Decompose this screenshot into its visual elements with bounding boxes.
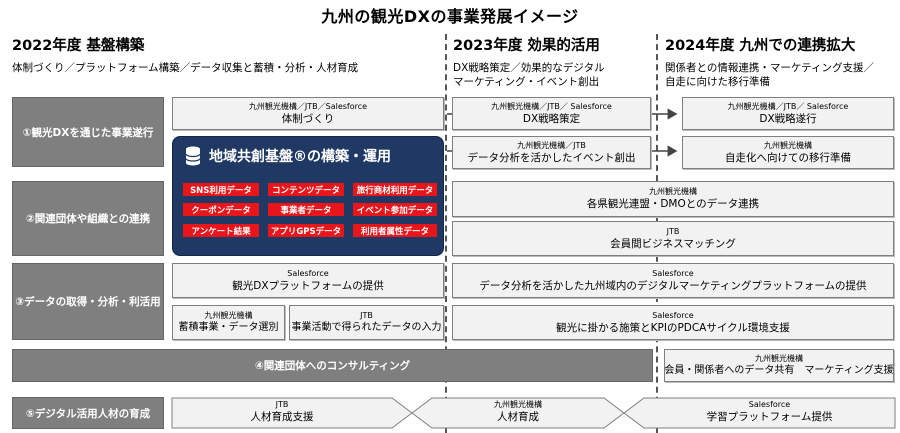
box-text: 各県観光連盟・DMOとのデータ連携: [586, 198, 760, 210]
r5-item-c: Salesforce 学習プラットフォーム提供: [644, 400, 895, 424]
platform-title: 地域共創基盤®の構築・運用: [209, 149, 391, 165]
box-r3-platform: Salesforce 観光DXプラットフォームの提供: [172, 263, 444, 298]
row-label-3: ③データの取得・分析・利活用: [12, 263, 164, 340]
data-chip: イベント参加データ: [353, 203, 437, 216]
box-r3-data-input: JTB 事業活動で得られたデータの入力: [289, 305, 444, 340]
phase-2024: 2024年度 九州での連携拡大 関係者との情報連携・マーケティング支援／ 自走に…: [665, 34, 874, 89]
box-org: Salesforce: [652, 268, 694, 278]
phase-2022: 2022年度 基盤構築 体制づくり／プラットフォーム構築／データ収集と蓄積・分析…: [12, 34, 358, 75]
data-chip: 利用者属性データ: [353, 224, 437, 237]
phase-sub: マーケティング・イベント創出: [453, 76, 600, 88]
box-org: 九州観光機構／JTB／ Salesforce: [727, 101, 849, 111]
row-label-2: ②関連団体や組織との連携: [12, 181, 164, 256]
box-r2-matching: JTB 会員間ビジネスマッチング: [452, 221, 894, 256]
box-r1-2022: 九州観光機構／JTB／Salesforce 体制づくり: [172, 97, 444, 130]
box-org: 九州観光機構／JTB／Salesforce: [248, 101, 368, 111]
box-text: データ分析を活かしたイベント創出: [467, 151, 636, 164]
phase-2023: 2023年度 効果的活用 DX戦略策定／効果的なデジタル マーケティング・イベン…: [453, 34, 605, 89]
box-org: JTB: [360, 310, 373, 320]
box-text: 観光DXプラットフォームの提供: [232, 279, 384, 292]
box-org: 九州観光機構／JTB: [517, 140, 586, 150]
box-r3-marketing-platform: Salesforce データ分析を活かした九州域内のデジタルマーケティングプラッ…: [452, 263, 894, 298]
box-text: 体制づくり: [281, 112, 335, 125]
phase-sub: DX戦略策定／効果的なデジタル: [453, 62, 605, 74]
r5-arrow-shape-c: [623, 397, 896, 429]
box-text: 学習プラットフォーム提供: [706, 411, 833, 423]
data-chip: アンケート結果: [183, 224, 259, 237]
box-org: Salesforce: [287, 268, 329, 278]
box-text: 会員・関係者へのデータ共有 マーケティング支援: [664, 364, 894, 376]
phase-heading: 2022年度 基盤構築: [12, 38, 145, 54]
box-r1-2023-strategy: 九州観光機構／JTB／ Salesforce DX戦略策定: [452, 97, 651, 130]
box-text: 人材育成: [497, 411, 539, 423]
box-org: Salesforce: [748, 400, 791, 409]
box-text: DX戦略遂行: [759, 112, 817, 125]
phase-sub: 体制づくり／プラットフォーム構築／データ収集と蓄積・分析・人材育成: [12, 62, 359, 74]
box-org: 九州観光機構: [204, 310, 253, 320]
box-r2-dmo-link: 九州観光機構 各県観光連盟・DMOとのデータ連携: [452, 181, 894, 217]
box-org: JTB: [275, 400, 289, 409]
box-r1-2024-strategy: 九州観光機構／JTB／ Salesforce DX戦略遂行: [682, 97, 894, 130]
phase-heading: 2023年度 効果的活用: [453, 38, 600, 54]
row-label-5: ⑤デジタル活用人材の育成: [12, 397, 164, 429]
data-chip: コンテンツデータ: [268, 183, 344, 196]
box-r3-pdca: Salesforce 観光に掛かる施策とKPIのPDCAサイクル環境支援: [452, 305, 894, 340]
data-chip: アプリGPSデータ: [268, 224, 344, 237]
box-org: 九州観光機構: [755, 353, 803, 363]
row-label-4: ④関連団体へのコンサルティング: [12, 349, 653, 382]
box-r4-data-sharing: 九州観光機構 会員・関係者へのデータ共有 マーケティング支援: [664, 349, 894, 382]
box-text: 会員間ビジネスマッチング: [610, 237, 736, 250]
box-org: JTB: [666, 226, 680, 236]
page-title: 九州の観光DXの事業発展イメージ: [321, 7, 579, 26]
phase-divider: [445, 34, 447, 433]
box-text: 人材育成支援: [250, 411, 314, 423]
box-org: 九州観光機構: [494, 400, 542, 409]
box-r1-2023-event: 九州観光機構／JTB データ分析を活かしたイベント創出: [452, 136, 651, 169]
data-chip: SNS利用データ: [183, 183, 259, 196]
box-r1-2024-transition: 九州観光機構 自走化へ向けての移行準備: [682, 136, 894, 169]
box-org: Salesforce: [652, 310, 694, 320]
data-chip: クーポンデータ: [183, 203, 259, 216]
platform-panel: 地域共創基盤®の構築・運用 SNS利用データ コンテンツデータ 旅行商材利用デー…: [172, 136, 444, 256]
box-org: 九州観光機構: [649, 187, 697, 196]
box-r3-data-selection: 九州観光機構 蓄積事業・データ選別: [172, 305, 285, 340]
r5-item-a: JTB 人材育成支援: [172, 400, 392, 424]
box-org: 九州観光機構／JTB／ Salesforce: [491, 101, 612, 111]
box-text: データ分析を活かした九州域内のデジタルマーケティングプラットフォームの提供: [479, 279, 867, 292]
box-text: 自走化へ向けての移行準備: [725, 151, 851, 164]
data-chip: 旅行商材利用データ: [353, 183, 437, 196]
r5-item-b: 九州観光機構 人材育成: [432, 400, 604, 424]
phase-heading: 2024年度 九州での連携拡大: [665, 38, 856, 54]
phase-sub: 関係者との情報連携・マーケティング支援／: [665, 62, 875, 74]
phase-sub: 自走に向けた移行準備: [665, 76, 770, 88]
box-org: 九州観光機構: [764, 140, 812, 150]
box-text: 観光に掛かる施策とKPIのPDCAサイクル環境支援: [556, 321, 790, 334]
box-text: DX戦略策定: [522, 112, 581, 125]
platform-header: 地域共創基盤®の構築・運用: [185, 146, 391, 166]
r5-arrow-shape-a: [171, 397, 413, 429]
box-text: 蓄積事業・データ選別: [178, 321, 279, 333]
database-icon: [185, 146, 201, 166]
data-chip: 事業者データ: [268, 203, 344, 216]
box-text: 事業活動で得られたデータの入力: [291, 321, 442, 333]
row-label-1: ①観光DXを通じた事業遂行: [12, 97, 164, 167]
